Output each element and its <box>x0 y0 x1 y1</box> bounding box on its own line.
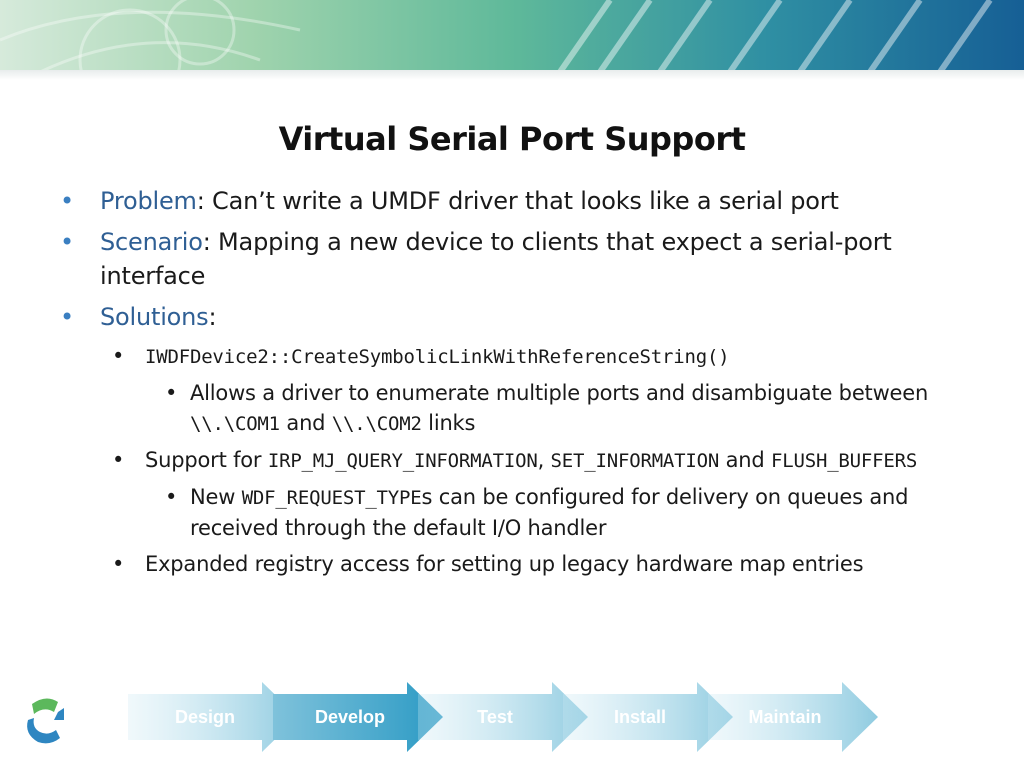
step-arrow-install <box>563 682 733 752</box>
step-arrows: Design Develop Test Install Maintain <box>128 682 878 752</box>
bullet-problem: • Problem: Can’t write a UMDF driver tha… <box>60 184 980 218</box>
step-label-test: Test <box>477 707 513 727</box>
com2-code: \\.\COM2 <box>331 413 422 435</box>
problem-term: Problem <box>100 187 197 215</box>
sub-bullet-symbolic-link: • IWDFDevice2::CreateSymbolicLinkWithRef… <box>60 341 980 372</box>
step-arrow-maintain <box>708 682 878 752</box>
bullet-marker: • <box>165 485 178 509</box>
step-label-install: Install <box>614 707 666 727</box>
flush-buffers-code: FLUSH_BUFFERS <box>771 450 918 472</box>
registry-text: Expanded registry access for setting up … <box>145 552 864 576</box>
sub-bullet-support: • Support for IRP_MJ_QUERY_INFORMATION, … <box>60 445 980 476</box>
banner-shadow <box>0 70 1024 80</box>
sub-sub-bullet-request-type: • New WDF_REQUEST_TYPEs can be configure… <box>60 482 980 543</box>
step-arrow-test <box>418 682 588 752</box>
bullet-solutions: • Solutions: <box>60 300 980 334</box>
slide-body: • Problem: Can’t write a UMDF driver tha… <box>60 184 980 585</box>
new-text: New <box>190 485 242 509</box>
scenario-term: Scenario <box>100 228 203 256</box>
links-text: links <box>421 411 476 435</box>
slide-title: Virtual Serial Port Support <box>278 120 746 158</box>
bullet-scenario: • Scenario: Mapping a new device to clie… <box>60 225 980 293</box>
comma-text: , <box>537 448 551 472</box>
bullet-marker: • <box>165 381 178 405</box>
bullet-marker: • <box>112 552 125 576</box>
problem-text: : Can’t write a UMDF driver that looks l… <box>196 187 839 215</box>
and-text: and <box>719 448 771 472</box>
bullet-marker: • <box>60 187 74 215</box>
irp-query-code: IRP_MJ_QUERY_INFORMATION <box>267 450 538 472</box>
sub-sub-bullet-enumerate: • Allows a driver to enumerate multiple … <box>60 378 980 439</box>
bullet-marker: • <box>60 228 74 256</box>
step-label-design: Design <box>175 707 235 727</box>
scenario-text: : Mapping a new device to clients that e… <box>100 228 892 290</box>
header-banner <box>0 0 1024 72</box>
lifecycle-footer: Design Develop Test Install Maintain <box>27 682 878 752</box>
enumerate-text: Allows a driver to enumerate multiple po… <box>190 381 929 405</box>
and-text: and <box>279 411 332 435</box>
symbolic-link-code: IWDFDevice2::CreateSymbolicLinkWithRefer… <box>145 346 730 368</box>
step-arrow-design <box>128 682 298 752</box>
solutions-term: Solutions <box>100 303 209 331</box>
request-type-text: s can be configured for delivery on queu… <box>190 485 909 540</box>
step-label-develop: Develop <box>315 707 385 727</box>
set-info-code: SET_INFORMATION <box>550 450 720 472</box>
support-text: Support for <box>145 448 268 472</box>
request-type-code: WDF_REQUEST_TYPE <box>241 487 422 509</box>
solutions-text: : <box>208 303 217 331</box>
step-label-maintain: Maintain <box>748 707 821 727</box>
com1-code: \\.\COM1 <box>190 413 280 435</box>
bullet-marker: • <box>60 303 74 331</box>
footer-logo <box>27 698 64 744</box>
sub-bullet-registry: • Expanded registry access for setting u… <box>60 549 980 579</box>
bullet-marker: • <box>112 344 125 368</box>
bullet-marker: • <box>112 448 125 472</box>
step-arrow-develop <box>273 682 443 752</box>
